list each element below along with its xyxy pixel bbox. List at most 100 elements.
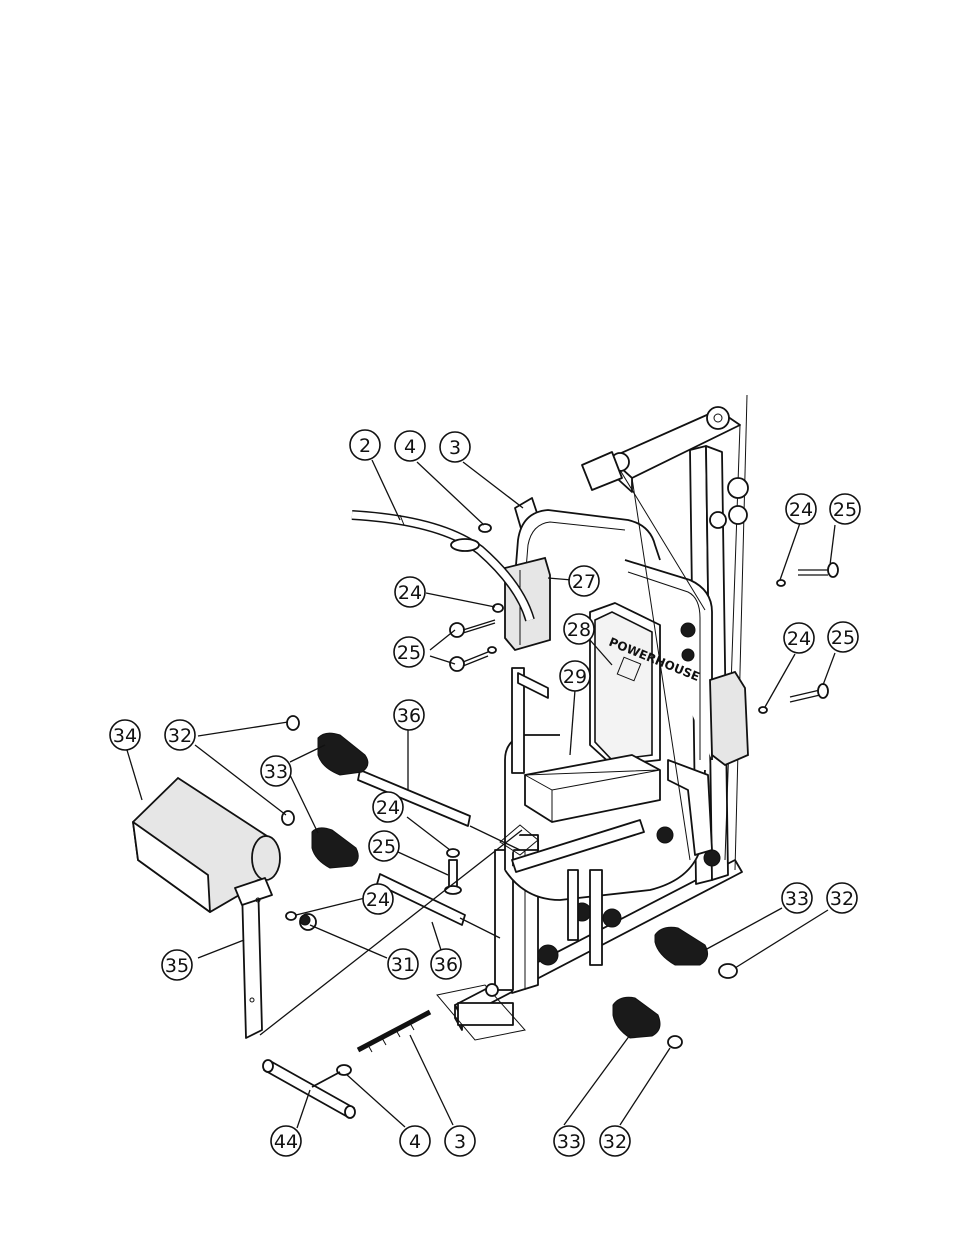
foam-roller-left-upper — [317, 732, 369, 776]
pivot-bracket — [581, 451, 623, 491]
svg-text:25: 25 — [397, 642, 421, 664]
washer-post — [285, 911, 297, 921]
side-roller-1 — [680, 622, 696, 638]
callout-25: 25 — [829, 493, 861, 525]
callouts: 2 4 3 24 25 27 24 28 25 24 25 29 36 34 3… — [109, 429, 861, 1157]
svg-text:24: 24 — [787, 628, 811, 650]
side-pulley-1 — [727, 477, 749, 499]
svg-text:44: 44 — [274, 1131, 298, 1153]
callout-34: 34 — [109, 719, 141, 751]
svg-text:27: 27 — [572, 571, 596, 593]
footplate-outline — [499, 824, 539, 856]
svg-text:24: 24 — [398, 582, 422, 604]
callout-25: 25 — [368, 830, 400, 862]
svg-text:32: 32 — [830, 888, 854, 910]
callout-24: 24 — [785, 493, 817, 525]
side-roller-2 — [681, 648, 695, 662]
end-cap-left-upper — [286, 715, 300, 731]
svg-text:24: 24 — [789, 499, 813, 521]
handle-bar-stub — [517, 672, 549, 699]
pec-arm-right — [624, 559, 713, 760]
svg-text:24: 24 — [376, 797, 400, 819]
callout-3: 3 — [444, 1125, 476, 1157]
lower-roller-assembly-4 — [656, 826, 674, 844]
svg-text:3: 3 — [454, 1131, 466, 1153]
snap-ring-top — [478, 523, 492, 533]
callout-32: 32 — [826, 882, 858, 914]
bolt-head-right-upper — [827, 562, 839, 578]
chain — [356, 1009, 432, 1053]
callout-36: 36 — [430, 948, 462, 980]
callout-2: 2 — [349, 429, 381, 461]
foam-roller-right — [654, 926, 709, 966]
callout-24: 24 — [394, 576, 426, 608]
callout-25: 25 — [827, 621, 859, 653]
callout-35: 35 — [161, 949, 193, 981]
rod-upper — [357, 769, 471, 827]
chain-connector — [485, 983, 499, 997]
machine-frame: POWERHOUSE — [436, 394, 749, 1041]
foam-roller-left-lower — [311, 827, 359, 869]
callout-28: 28 — [563, 613, 595, 645]
callout-24: 24 — [362, 883, 394, 915]
callout-29: 29 — [559, 660, 591, 692]
lower-link-2 — [567, 869, 579, 941]
cable-vertical — [734, 394, 748, 871]
svg-text:3: 3 — [449, 437, 461, 459]
callout-24: 24 — [372, 791, 404, 823]
callout-32: 32 — [599, 1125, 631, 1157]
end-cap-bottom — [667, 1035, 683, 1049]
bolt-head-left-lower — [449, 656, 465, 672]
svg-text:4: 4 — [409, 1131, 421, 1153]
callout-24: 24 — [783, 622, 815, 654]
svg-text:4: 4 — [404, 436, 416, 458]
svg-text:28: 28 — [567, 619, 591, 641]
svg-text:35: 35 — [165, 955, 189, 977]
snap-ring-bottom — [336, 1064, 352, 1076]
side-pulley-3 — [709, 511, 727, 529]
lower-roller-assembly-1 — [537, 944, 559, 966]
loose-parts — [132, 510, 839, 1119]
svg-text:2: 2 — [359, 435, 371, 457]
svg-text:31: 31 — [391, 954, 415, 976]
callout-31: 31 — [387, 948, 419, 980]
callout-4: 4 — [394, 430, 426, 462]
washer-right-lower — [758, 706, 768, 714]
leader-lines — [126, 459, 836, 1129]
svg-text:33: 33 — [785, 888, 809, 910]
callout-25: 25 — [393, 636, 425, 668]
washer-mid — [446, 848, 460, 858]
top-pulley — [706, 406, 730, 430]
lower-roller-assembly-3 — [602, 908, 622, 928]
preacher-curl-pad — [132, 776, 281, 914]
arm-pad-right — [709, 670, 749, 767]
svg-text:25: 25 — [831, 627, 855, 649]
callout-33: 33 — [553, 1125, 585, 1157]
pec-lower-arm — [667, 759, 713, 856]
foam-roller-bottom — [612, 996, 661, 1039]
callout-27: 27 — [568, 565, 600, 597]
lat-bar-mount — [450, 538, 480, 552]
svg-text:33: 33 — [557, 1131, 581, 1153]
backrest-face — [594, 611, 653, 761]
base-foot-plate — [457, 1002, 514, 1026]
callout-36: 36 — [393, 699, 425, 731]
bolt-head-right-lower — [817, 683, 829, 699]
end-cap-right — [718, 963, 738, 979]
callout-44: 44 — [270, 1125, 302, 1157]
lower-link — [589, 869, 603, 966]
washer-right-upper — [776, 579, 786, 587]
svg-text:33: 33 — [264, 761, 288, 783]
brand-logo-icon — [616, 656, 642, 682]
svg-text:36: 36 — [397, 705, 421, 727]
bolt-head-left-upper — [449, 622, 465, 638]
svg-text:36: 36 — [434, 954, 458, 976]
svg-text:34: 34 — [113, 725, 137, 747]
washer-left-lower — [487, 646, 497, 654]
base-foot-mat — [436, 984, 526, 1041]
callout-4: 4 — [399, 1125, 431, 1157]
washer-left-upper — [492, 603, 504, 613]
rod-lower — [376, 873, 466, 926]
callout-3: 3 — [439, 431, 471, 463]
front-column-inner — [494, 849, 514, 991]
